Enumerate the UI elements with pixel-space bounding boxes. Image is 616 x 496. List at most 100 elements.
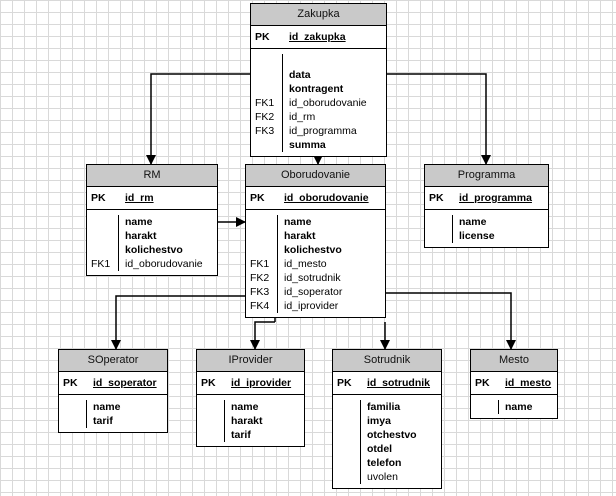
- attribute-name: tarif: [231, 429, 251, 441]
- key-label: FK2: [250, 272, 270, 284]
- entity-title: Zakupka: [251, 4, 386, 26]
- pk-label: PK: [250, 192, 265, 204]
- key-label: FK4: [250, 300, 270, 312]
- pk-column-name: id_mesto: [505, 377, 552, 389]
- primary-key-row: PK id_soperator: [59, 372, 167, 395]
- entity-title: Oborudovanie: [246, 165, 385, 187]
- key-label: [429, 215, 452, 229]
- key-label: [255, 138, 282, 152]
- pk-column-name: id_soperator: [93, 377, 157, 389]
- attribute-name: data: [289, 69, 311, 81]
- attribute-name: license: [459, 230, 495, 242]
- attribute-name: harakt: [284, 230, 316, 242]
- attribute-name: id_oborudovanie: [125, 258, 203, 270]
- primary-key-row: PK id_programma: [425, 187, 548, 210]
- attribute-name: telefon: [367, 457, 402, 469]
- attribute-name: familia: [367, 401, 401, 413]
- pk-label: PK: [63, 377, 78, 389]
- entity-title: Sotrudnik: [333, 350, 441, 372]
- attribute-name: tarif: [93, 415, 113, 427]
- attribute-name: kolichestvo: [125, 244, 183, 256]
- key-label: [201, 414, 224, 428]
- attribute-name: name: [505, 401, 533, 413]
- attribute-name: kolichestvo: [284, 244, 342, 256]
- key-column: FK1: [87, 215, 119, 271]
- primary-key-row: PK id_mesto: [471, 372, 557, 395]
- key-label: [337, 400, 360, 414]
- attribute-name: name: [284, 216, 312, 228]
- key-label: [337, 442, 360, 456]
- key-label: [475, 400, 498, 414]
- pk-label: PK: [475, 377, 490, 389]
- key-label: [201, 428, 224, 442]
- attribute-name: id_mesto: [284, 258, 327, 270]
- attribute-column: name license: [453, 215, 548, 243]
- key-label: [63, 414, 86, 428]
- entity-title: SOperator: [59, 350, 167, 372]
- pk-column-name: id_rm: [125, 192, 154, 204]
- pk-column-name: id_oborudovanie: [284, 192, 369, 204]
- key-label: FK1: [91, 258, 111, 270]
- key-label: [91, 215, 118, 229]
- attribute-name: id_iprovider: [284, 300, 339, 312]
- attribute-name: kontragent: [289, 83, 344, 95]
- key-label: [255, 54, 282, 68]
- key-label: [337, 456, 360, 470]
- attribute-name: name: [459, 216, 487, 228]
- key-label: FK1: [250, 258, 270, 270]
- attribute-name: otdel: [367, 443, 393, 455]
- key-label: [255, 82, 282, 96]
- key-label: [250, 215, 277, 229]
- attribute-name: summa: [289, 139, 326, 151]
- key-label: FK2: [255, 111, 275, 123]
- pk-label: PK: [91, 192, 106, 204]
- key-label: [63, 400, 86, 414]
- attribute-name: name: [125, 216, 153, 228]
- attribute-name: harakt: [125, 230, 157, 242]
- key-column: [197, 400, 225, 442]
- entity-title: IProvider: [197, 350, 304, 372]
- entity-title: Mesto: [471, 350, 557, 372]
- pk-column-name: id_sotrudnik: [367, 377, 431, 389]
- attribute-column: name harakt kolichestvo id_oborudovanie: [119, 215, 217, 271]
- key-label: [429, 229, 452, 243]
- relation-zakupka-to-rm: [146, 73, 250, 165]
- attribute-name: uvolen: [367, 471, 398, 483]
- pk-column-name: id_zakupka: [289, 31, 346, 43]
- entity-title: Programma: [425, 165, 548, 187]
- attribute-name: id_oborudovanie: [289, 97, 367, 109]
- key-label: [250, 243, 277, 257]
- attribute-name: imya: [367, 415, 391, 427]
- primary-key-row: PK id_zakupka: [251, 26, 386, 49]
- pk-label: PK: [255, 31, 270, 43]
- key-label: [255, 68, 282, 82]
- attribute-name: id_soperator: [284, 286, 343, 298]
- key-column: [471, 400, 499, 414]
- pk-label: PK: [201, 377, 216, 389]
- key-column: [59, 400, 87, 428]
- entity-title: RM: [87, 165, 217, 187]
- relation-oborudovanie-to-iprovider: [250, 321, 275, 350]
- key-label: [250, 229, 277, 243]
- relation-zakupka-to-programma: [387, 73, 491, 165]
- attribute-name: [289, 54, 386, 68]
- pk-label: PK: [429, 192, 444, 204]
- attribute-column: name: [499, 400, 557, 414]
- attribute-name: id_rm: [289, 111, 316, 123]
- pk-column-name: id_programma: [459, 192, 532, 204]
